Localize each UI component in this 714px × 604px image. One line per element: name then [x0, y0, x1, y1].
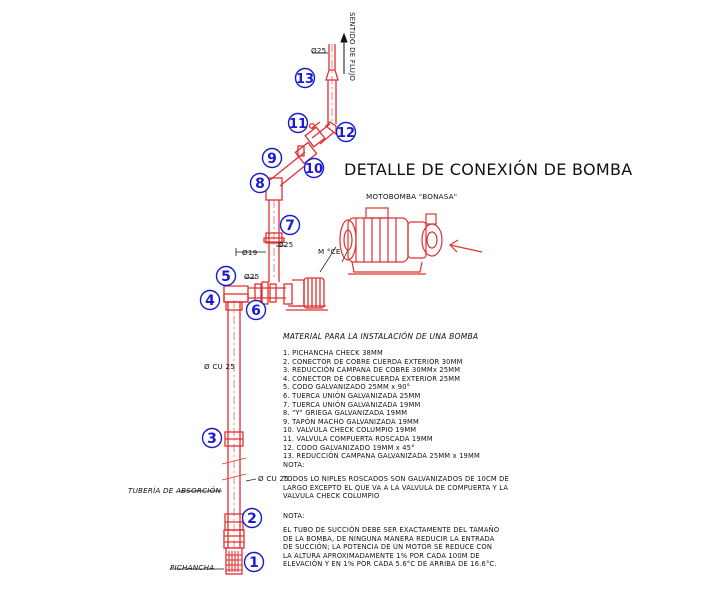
- callout-circle: [294, 67, 316, 89]
- callout-4: 4: [199, 289, 221, 311]
- suction-pipe: [221, 300, 247, 570]
- material-item: 5. CODO GALVANIZADO 25MM x 90°: [283, 383, 411, 392]
- dim-label-5: Ø25: [244, 272, 260, 281]
- pichancha-foot-valve: [225, 547, 243, 575]
- absorption-label: TUBERÍA DE ABSORCIÓN: [128, 486, 222, 495]
- dim-label-cu25-a: Ø CU 25: [204, 362, 236, 371]
- materials-list: 1. PICHANCHA CHECK 38MM 2. CONECTOR DE C…: [283, 349, 480, 461]
- callout-number: 2: [247, 511, 257, 527]
- callout-circle: [279, 214, 301, 236]
- material-item: 6. TUERCA UNIÓN GALVANIZADA 25MM: [283, 391, 421, 400]
- callout-circle: [201, 427, 223, 449]
- callout-6: 6: [245, 299, 267, 321]
- callout-circle: [215, 265, 237, 287]
- material-item: 11. VALVULA COMPUERTA ROSCADA 19MM: [283, 434, 433, 443]
- dim-label-19: Ø19: [242, 248, 258, 257]
- callout-12: 12: [335, 121, 357, 143]
- material-item: 13. REDUCCIÓN CAMPANA GALVANIZADA 25MM x…: [283, 452, 480, 461]
- callout-number: 13: [296, 72, 314, 87]
- callout-number: 5: [221, 269, 231, 285]
- callout-circle: [249, 172, 271, 194]
- material-item: 7. TUERCA UNIÓN GALVANIZADA 19MM: [283, 400, 421, 409]
- callout-circle: [261, 147, 283, 169]
- materials-title: MATERIAL PARA LA INSTALACIÓN DE UNA BOMB…: [283, 332, 479, 341]
- callout-circle: [303, 157, 325, 179]
- callout-circle: [287, 112, 309, 134]
- callout-9: 9: [261, 147, 283, 169]
- callout-5: 5: [215, 265, 237, 287]
- callout-3: 3: [201, 427, 223, 449]
- callout-number: 7: [285, 218, 295, 234]
- callout-1: 1: [243, 551, 265, 573]
- material-item: 3. REDUCCIÓN CAMPANA DE COBRE 30MMx 25MM: [283, 366, 461, 375]
- motobomba-label: MOTOBOMBA "BONASA": [366, 192, 458, 201]
- callout-number: 6: [251, 303, 261, 319]
- pichancha-label: PICHANCHA: [170, 563, 215, 572]
- callout-8: 8: [249, 172, 271, 194]
- callout-13: 13: [294, 67, 316, 89]
- callout-circle: [245, 299, 267, 321]
- callout-number: 10: [305, 162, 323, 177]
- inlet-pointer-arrow: [449, 239, 483, 253]
- callout-number: 1: [249, 555, 259, 571]
- diagram-title: DETALLE DE CONEXIÓN DE BOMBA: [344, 160, 633, 179]
- discharge-diagonal: [269, 121, 337, 187]
- callout-2: 2: [241, 507, 263, 529]
- note1-title: NOTA:: [283, 461, 305, 469]
- callout-circle: [243, 551, 265, 573]
- callout-circle: [335, 121, 357, 143]
- callout-circle: [241, 507, 263, 529]
- callout-7: 7: [279, 214, 301, 236]
- note2-text: EL TUBO DE SUCCIÓN DEBE SER EXACTAMENTE …: [283, 526, 500, 569]
- material-item: 8. "Y" GRIEGA GALVANIZADA 19MM: [283, 409, 408, 418]
- material-item: 1. PICHANCHA CHECK 38MM: [283, 349, 383, 357]
- material-item: 4. CONECTOR DE COBRECUERDA EXTERIOR 25MM: [283, 374, 461, 383]
- material-item: 10. VALVULA CHECK COLUMPIO 19MM: [283, 426, 417, 435]
- dimension-lines: [235, 52, 328, 279]
- motobomba-drawing: [339, 207, 443, 275]
- flow-arrow: [340, 32, 348, 74]
- callout-number: 3: [207, 431, 217, 447]
- dim-label-7: Ø25: [278, 240, 294, 249]
- dim-label-cu25-b: Ø CU 25: [258, 474, 290, 483]
- motor-label: M °CE: [318, 247, 341, 256]
- material-item: 12. CODO GALVANIZADO 19MM x 45°: [283, 443, 415, 452]
- flow-direction-label: SENTIDO DE FLUJO: [348, 12, 356, 82]
- callout-11: 11: [287, 112, 309, 134]
- callout-10: 10: [303, 157, 325, 179]
- callout-circle: [199, 289, 221, 311]
- dim-label-13: Ø25: [311, 46, 327, 55]
- top-riser: [325, 44, 339, 124]
- callout-number: 8: [255, 176, 265, 192]
- callout-number: 11: [289, 117, 307, 132]
- callout-number: 4: [205, 293, 215, 309]
- callout-number: 12: [337, 126, 355, 141]
- material-item: 2. CONECTOR DE COBRE CUERDA EXTERIOR 30M…: [283, 357, 463, 366]
- material-item: 9. TAPÓN MACHO GALVANIZADA 19MM: [283, 417, 419, 426]
- pump-inlet-fittings: [223, 281, 286, 311]
- note2-title: NOTA:: [283, 512, 305, 520]
- callout-number: 9: [267, 151, 277, 167]
- leader-lines: [170, 246, 349, 570]
- discharge-riser: [263, 177, 285, 282]
- pump-small: [283, 277, 328, 311]
- note1-text: TODOS LO NIPLES ROSCADOS SON GALVANIZADO…: [283, 475, 509, 501]
